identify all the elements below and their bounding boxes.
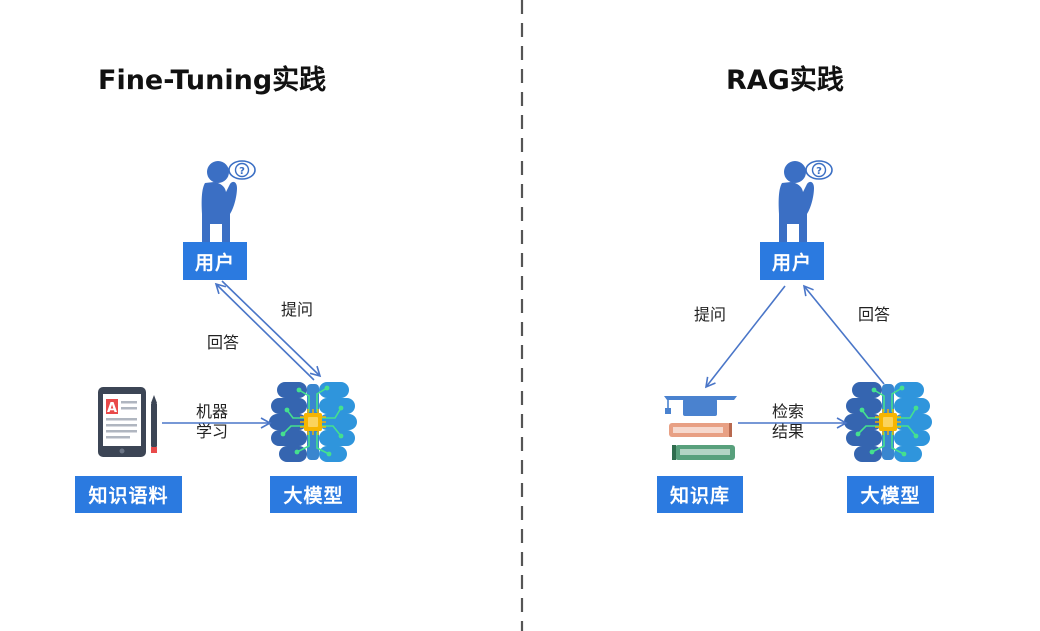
left-question-bubble-icon <box>228 160 256 180</box>
right-model-label: 大模型 <box>847 476 934 513</box>
retrieval-result-line2: 结果 <box>772 422 805 441</box>
arrow-answer-right <box>802 284 885 385</box>
pen-icon <box>151 395 157 453</box>
right-ask-label: 提问 <box>694 305 727 324</box>
left-ai-brain-icon <box>268 381 358 463</box>
tablet-document-icon: A <box>98 387 146 457</box>
left-section-title: Fine-Tuning实践 <box>98 65 327 96</box>
left-user-label: 用户 <box>183 242 247 280</box>
knowledge-base-label: 知识库 <box>657 476 743 513</box>
right-section-title: RAG实践 <box>726 65 844 96</box>
left-answer-label: 回答 <box>207 333 240 352</box>
machine-learning-line1: 机器 <box>196 402 229 421</box>
left-ask-label: 提问 <box>281 300 314 319</box>
arrow-ask-right <box>704 285 786 389</box>
graduation-cap-icon <box>664 396 737 416</box>
right-question-bubble-icon <box>805 160 833 180</box>
arrow-answer-left <box>214 282 315 381</box>
arrow-ask-left <box>221 280 322 378</box>
machine-learning-line2: 学习 <box>196 422 229 441</box>
machine-learning-label: 机器 学习 <box>196 402 228 442</box>
retrieval-result-line1: 检索 <box>772 402 805 421</box>
knowledge-corpus-label: 知识语料 <box>75 476 182 513</box>
svg-text:A: A <box>107 401 117 416</box>
left-model-label: 大模型 <box>270 476 357 513</box>
right-user-label: 用户 <box>760 242 824 280</box>
right-answer-label: 回答 <box>858 305 891 324</box>
books-stack-icon <box>669 423 735 460</box>
retrieval-result-label: 检索 结果 <box>772 402 804 442</box>
right-ai-brain-icon <box>843 381 933 463</box>
